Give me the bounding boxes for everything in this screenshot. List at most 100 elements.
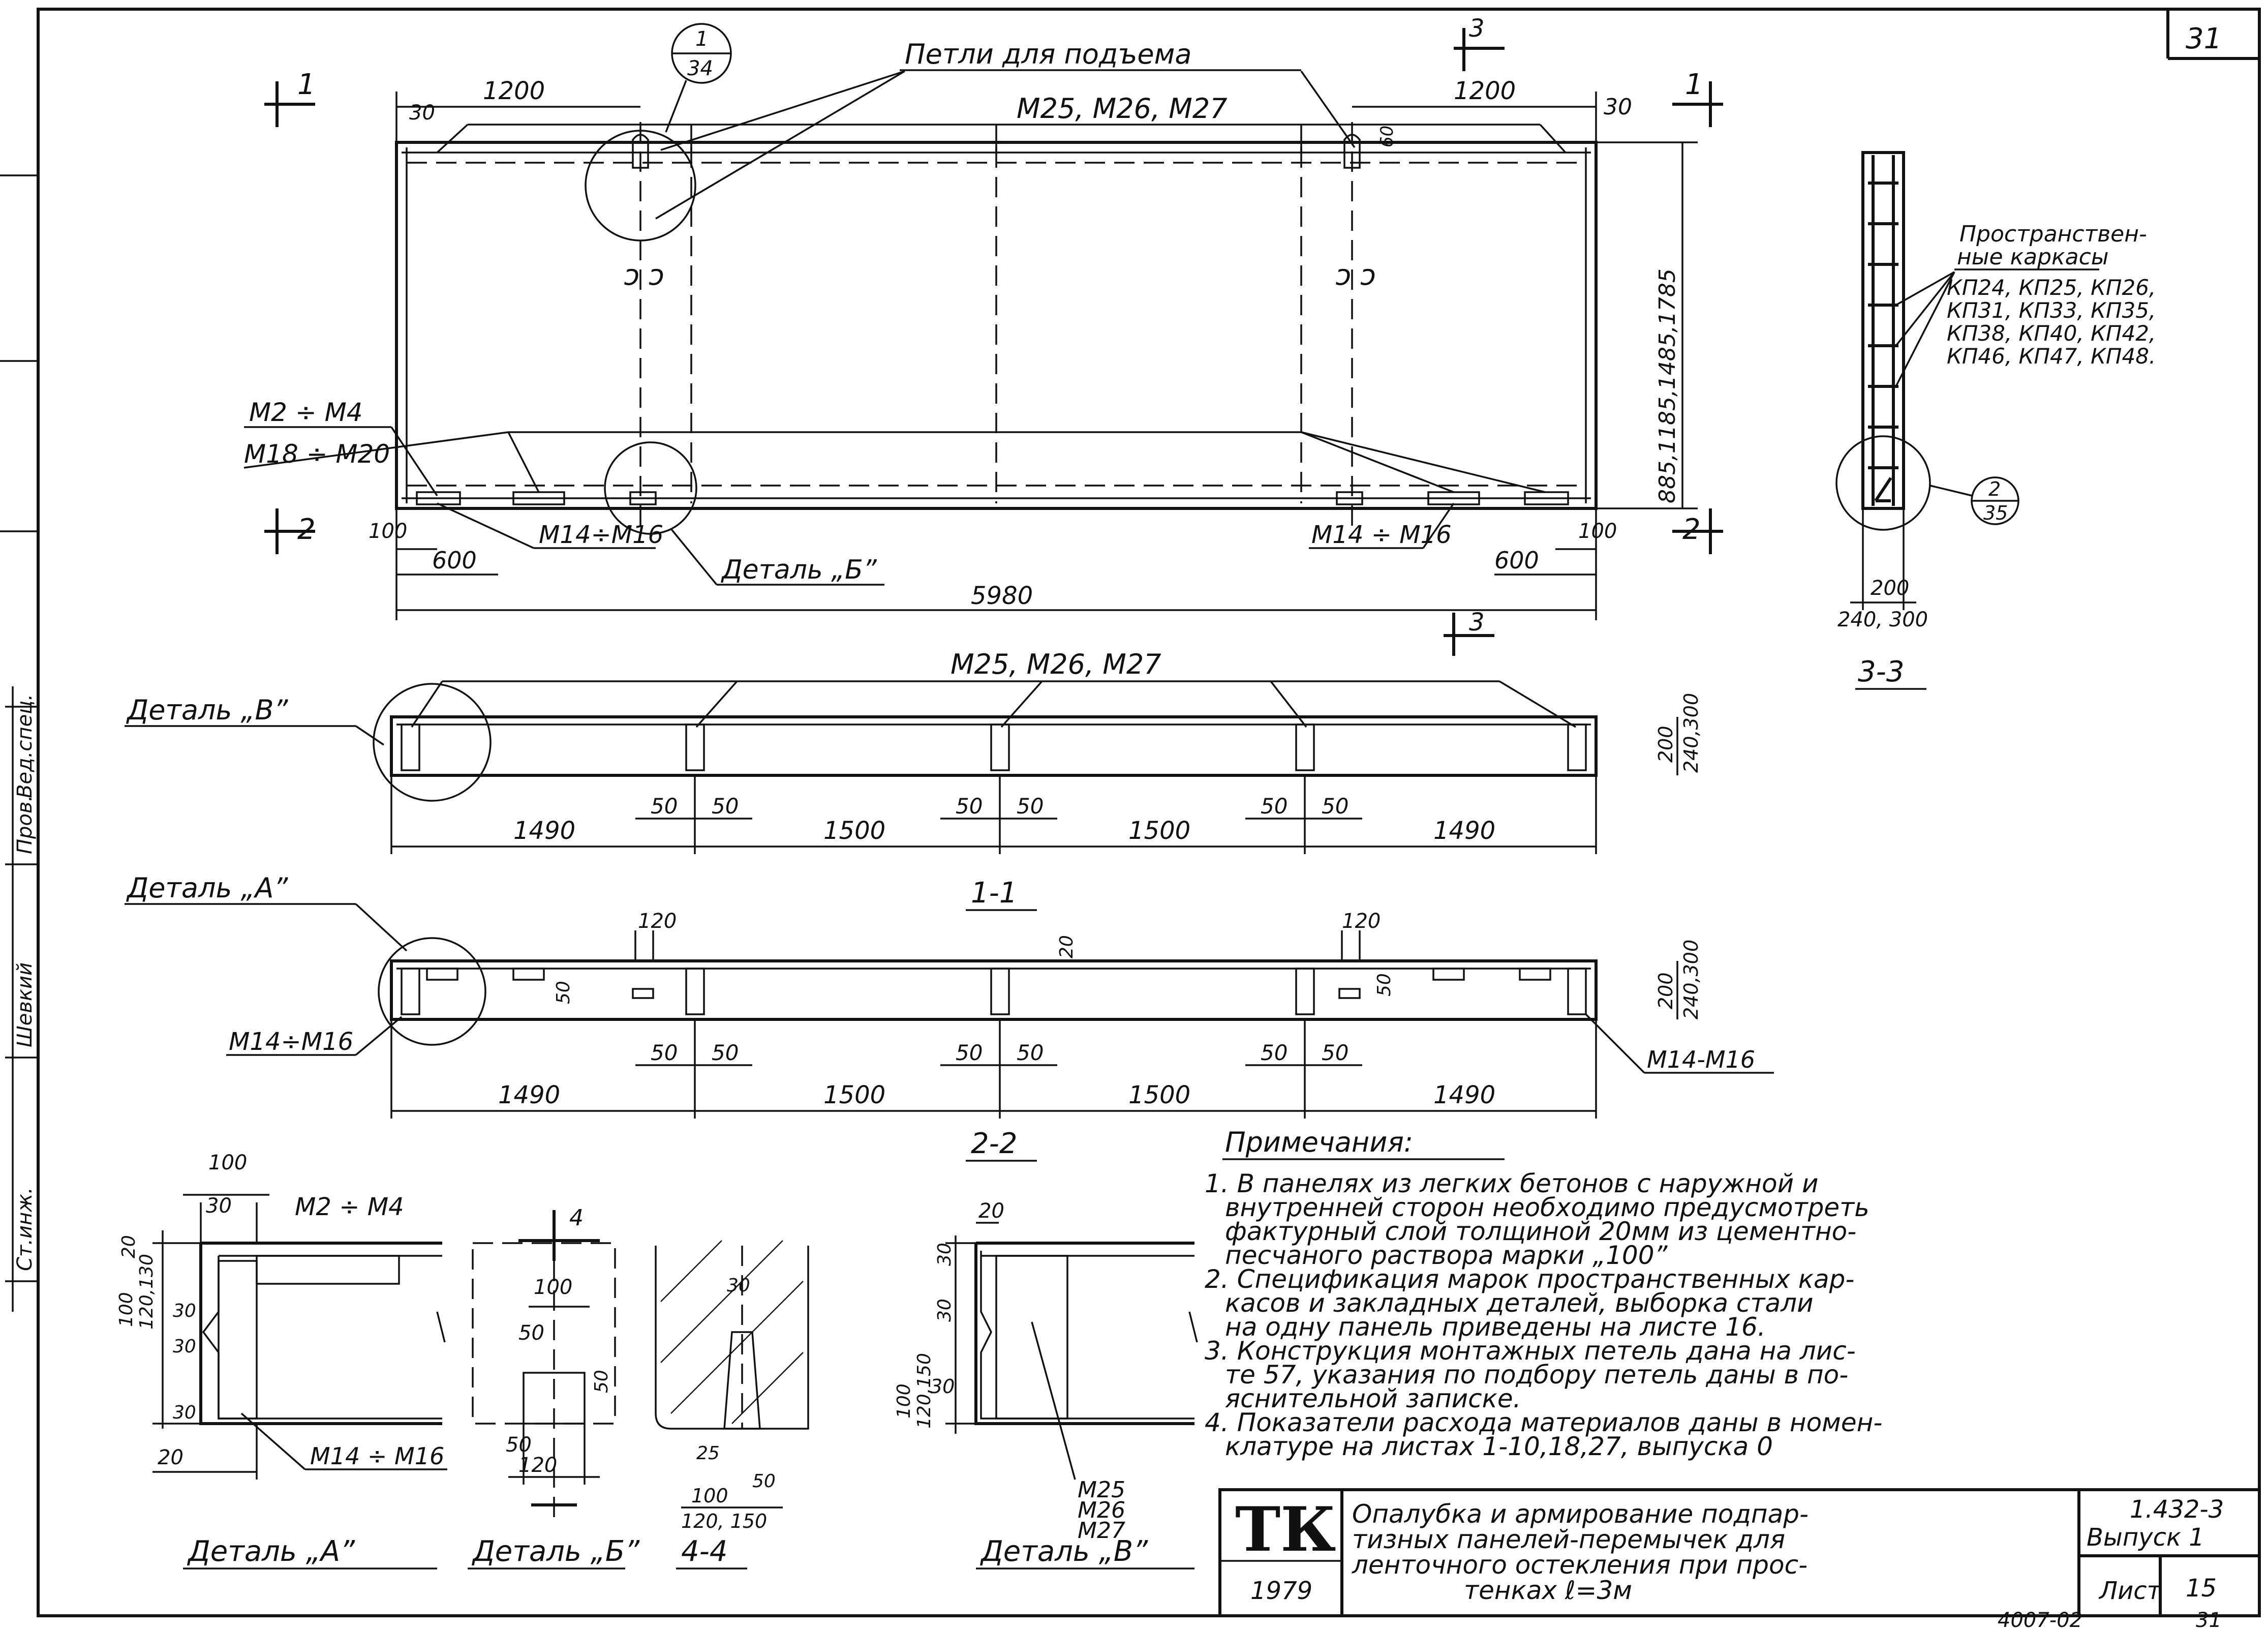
- s22-plate-5: [1432, 968, 1465, 981]
- sec3-top-label: 3: [1469, 14, 1485, 43]
- s11-rib-1: [401, 723, 420, 771]
- s22-height: 200: [1654, 972, 1677, 1009]
- det-a-d30c: 30: [173, 1336, 196, 1357]
- s44-d50: 50: [752, 1471, 776, 1492]
- s33-frames-1: КП24, КП25, КП26,: [1947, 275, 2156, 300]
- section-4-4: 30 25 50 100 120, 150 4-4: [655, 1240, 809, 1570]
- side-strip-role: Ст.инж.: [13, 1187, 37, 1271]
- loops-leader-2: [655, 70, 905, 220]
- title-block: ТК 1979 Опалубка и армирование подпар- т…: [1218, 1488, 2261, 1629]
- detail-circle-1: [585, 130, 696, 242]
- det-b-sec-label: 4: [569, 1205, 584, 1231]
- note-line-2: внутренней сторон необходимо предусмотре…: [1225, 1193, 1869, 1222]
- s22-dim-50-b: 50: [1374, 973, 1395, 997]
- notes-block: Примечания: 1. В панелях из легких бетон…: [1205, 1126, 1882, 1461]
- s44-hatch-3: [670, 1281, 804, 1414]
- side-strip-signature: Шевкий: [13, 962, 37, 1047]
- s44-hatch-1: [660, 1240, 722, 1302]
- dim-30-right: 30: [1604, 94, 1632, 120]
- dim-100-left: 100: [369, 520, 407, 543]
- s33-callout-num: 2: [1988, 478, 2001, 500]
- plan-marks-m2-leader: [390, 427, 438, 496]
- dim-1200-right: 1200: [1454, 77, 1516, 105]
- s22-plate-6: [1519, 968, 1551, 981]
- det-v-rib: [995, 1255, 1068, 1420]
- det-a-marks-bottom-leader: [240, 1412, 306, 1470]
- s11-label: 1-1: [971, 877, 1017, 910]
- note-line-11: 4. Показатели расхода материалов даны в …: [1205, 1408, 1882, 1437]
- s44-d30: 30: [727, 1275, 750, 1296]
- s33-label: 3-3: [1858, 655, 1904, 688]
- det-a-outline: [199, 1242, 442, 1425]
- plan-marks-br-leader: [1422, 503, 1455, 549]
- s33-callout-sheet: 35: [1983, 502, 2008, 524]
- s33-frames-2: КП31, КП33, КП35,: [1947, 298, 2156, 323]
- note-line-12: клатуре на листах 1-10,18,27, выпуска 0: [1225, 1432, 1773, 1461]
- s22-label: 2-2: [971, 1127, 1017, 1160]
- det-v-mark-leader: [1031, 1321, 1076, 1480]
- s11-marks-leader-4: [1270, 680, 1307, 728]
- loops-leader-3: [1300, 70, 1356, 148]
- s33-corner-bar: [1874, 477, 1892, 502]
- s11-dim-4: 1490: [1433, 817, 1495, 845]
- s22-rib-3: [990, 968, 1010, 1015]
- dim-100-right: 100: [1578, 520, 1617, 543]
- s33-frames-leader-2: [1895, 271, 1955, 347]
- s11-gap-5: 50: [1261, 794, 1288, 819]
- s11-detail-leader: [355, 725, 384, 746]
- s11-dim-3: 1500: [1128, 817, 1190, 845]
- s22-dim-50-a: 50: [553, 981, 574, 1004]
- detail-circle-b: [604, 441, 697, 535]
- s22-rib-4: [1295, 968, 1315, 1015]
- lifting-loop-right: [1343, 134, 1361, 169]
- tb-issue: Выпуск 1: [2087, 1523, 2204, 1552]
- s33-detail-circle: [1835, 435, 1931, 531]
- note-line-8: 3. Конструкция монтажных петель дана на …: [1205, 1336, 1856, 1366]
- s44-d100: 100: [691, 1485, 728, 1507]
- det-v-mark-1: М25: [1078, 1477, 1125, 1503]
- s22-gap-2: 50: [712, 1040, 739, 1065]
- det-b-d100: 100: [534, 1276, 572, 1299]
- s33-outline: [1861, 151, 1905, 510]
- tb-series: 1.432-3: [2130, 1495, 2224, 1524]
- note-line-7: на одну панель приведены на листе 16.: [1225, 1312, 1766, 1342]
- det-v-break: [1188, 1311, 1198, 1343]
- loops-label: Петли для подъема: [905, 38, 1191, 70]
- plan-marks-leader-a: [507, 432, 540, 493]
- s22-plate-2: [512, 968, 545, 981]
- det-b-d120: 120: [518, 1454, 557, 1477]
- s11-gap-4: 50: [1017, 794, 1044, 819]
- s44-d120: 120, 150: [681, 1510, 767, 1532]
- section-3-3: 2 35 Пространствен- ные каркасы КП24, КП…: [1835, 151, 2156, 690]
- det-v-mark-3: М27: [1078, 1518, 1125, 1544]
- s11-marks-leader-3: [1000, 680, 1043, 728]
- tb-title-3: ленточного остекления при прос-: [1352, 1550, 1807, 1580]
- det-a-rib: [218, 1260, 258, 1420]
- det-v-d30b: 30: [934, 1299, 955, 1322]
- s11-detail-label: Деталь „В”: [126, 694, 288, 726]
- det-a-dstack2: 120,130: [136, 1254, 157, 1330]
- tb-title-1: Опалубка и армирование подпар-: [1352, 1499, 1809, 1529]
- det-b-d50-bottom: 50: [506, 1433, 532, 1457]
- s22-dim-120-a: 120: [638, 910, 677, 933]
- s11-marks: М25, М26, М27: [951, 648, 1161, 680]
- det-v-d30c: 30: [930, 1375, 955, 1398]
- s22-mark-left-leader: [355, 1016, 403, 1056]
- s11-detail-circle: [373, 683, 492, 802]
- plan-marks-leader-1: [436, 124, 469, 154]
- s33-frames-title-2: ные каркасы: [1957, 244, 2109, 270]
- det-a-d20-bottom: 20: [158, 1446, 183, 1469]
- s22-dim-120-b: 120: [1342, 910, 1381, 933]
- det-b-d50-top: 50: [518, 1321, 544, 1345]
- sec2-left-label: 2: [297, 513, 316, 546]
- s11-outline: [390, 715, 1598, 777]
- plan-marks-bl-leader: [437, 502, 534, 549]
- plate-3: [629, 491, 657, 505]
- lifting-loop-left: [632, 134, 649, 169]
- detail-b-leader: [670, 528, 718, 586]
- det-a-marks-bottom: М14 ÷ М16: [310, 1442, 444, 1470]
- s33-callout-leader: [1929, 485, 1973, 497]
- s22-gap-3: 50: [956, 1040, 983, 1065]
- s22-detail-label: Деталь „А”: [126, 872, 288, 904]
